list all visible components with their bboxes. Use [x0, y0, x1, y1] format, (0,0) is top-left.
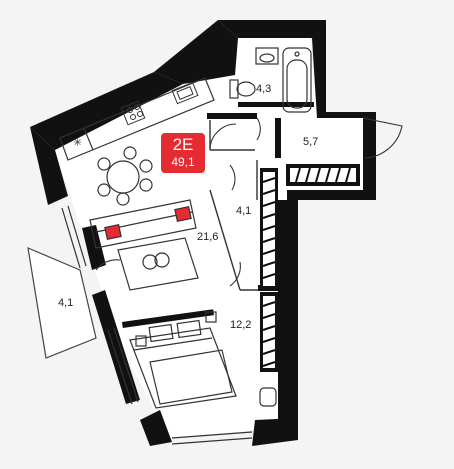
sink-icon: [255, 47, 279, 65]
dining-table-icon: [97, 146, 153, 206]
stove-icon: [120, 100, 146, 126]
living-kitchen-area: 21,6: [197, 231, 218, 243]
wall-icon: [207, 113, 257, 119]
bathtub-icon: [282, 47, 312, 113]
wall-icon: [82, 225, 106, 270]
wall-icon: [154, 20, 238, 84]
bathroom-area: 4,3: [256, 83, 271, 95]
wall-icon: [287, 190, 376, 200]
wardrobe-icon: [260, 164, 360, 372]
wall-icon: [92, 290, 140, 404]
wall-icon: [140, 410, 172, 446]
wall-icon: [238, 102, 314, 107]
wall-icon: [30, 127, 68, 205]
wall-icon: [278, 200, 298, 420]
coffee-table: [117, 237, 199, 291]
bed-icon: [129, 311, 237, 409]
unit-badge: 2E 49,1: [161, 133, 205, 173]
sink-icon: [171, 81, 199, 105]
hallway-area: 5,7: [303, 136, 318, 148]
wall-icon: [252, 418, 298, 446]
fan-icon: ✳: [73, 137, 82, 149]
bedroom-area: 12,2: [230, 319, 251, 331]
sofa-icon: [89, 199, 197, 249]
kitchen-counter: [59, 77, 215, 161]
walls: [30, 20, 376, 446]
unit-type: 2E: [172, 135, 194, 154]
wall-icon: [30, 72, 183, 150]
door-icon: [95, 117, 403, 287]
floor-area: [55, 38, 365, 438]
window-icon: [61, 205, 253, 445]
corridor-area: 4,1: [236, 205, 251, 217]
balcony-area: 4,1: [58, 297, 73, 309]
wall-icon: [275, 118, 281, 158]
side-table: [259, 387, 277, 407]
balcony: [27, 247, 97, 359]
toilet-icon: [229, 79, 256, 99]
unit-total-area: 49,1: [171, 155, 195, 169]
wall-icon: [122, 309, 214, 328]
